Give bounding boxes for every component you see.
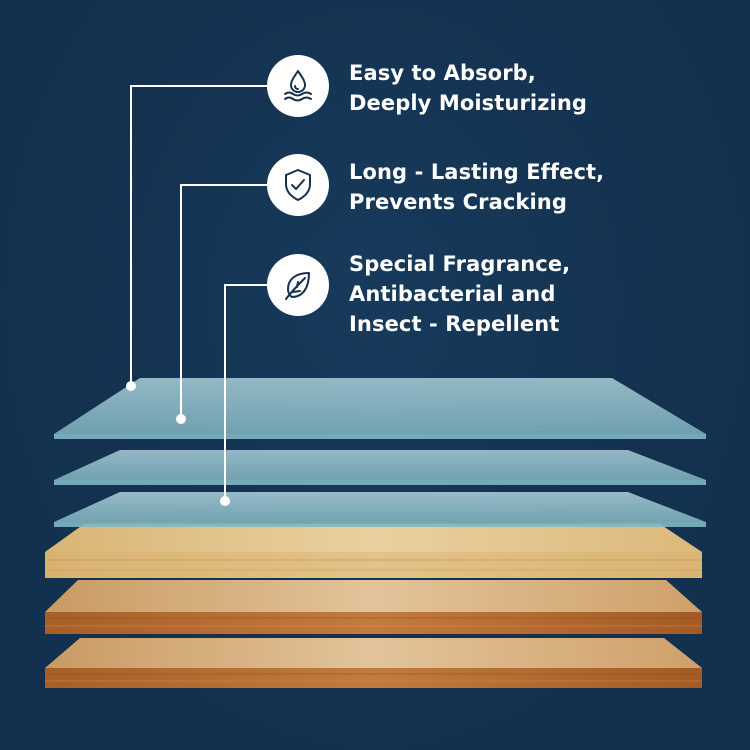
feature-1-line-2: Deeply Moisturizing [349,91,588,115]
protective-layer-2 [54,450,706,485]
protective-layer-3 [54,492,706,527]
protective-layer-1 [54,378,706,439]
shield-check-icon [267,154,329,216]
feature-3-line-2: Antibacterial and [349,282,556,306]
feature-2-text: Long - Lasting Effect, Prevents Cracking [349,157,729,217]
feature-1-text: Easy to Absorb, Deeply Moisturizing [349,58,729,118]
water-drop-icon [267,55,329,117]
wood-board-top [45,524,702,578]
feature-3-line-1: Special Fragrance, [349,252,571,276]
leader-line-2 [176,184,268,424]
leaf-icon [267,254,329,316]
feature-2-line-1: Long - Lasting Effect, [349,160,605,184]
feature-3-line-3: Insect - Repellent [349,312,560,336]
feature-1-line-1: Easy to Absorb, [349,61,536,85]
leader-line-1 [126,85,268,391]
wood-board-bottom [45,638,702,688]
leader-line-3 [220,284,268,506]
wood-board-middle [45,580,702,634]
feature-2-line-2: Prevents Cracking [349,190,567,214]
feature-3-text: Special Fragrance, Antibacterial and Ins… [349,249,729,339]
